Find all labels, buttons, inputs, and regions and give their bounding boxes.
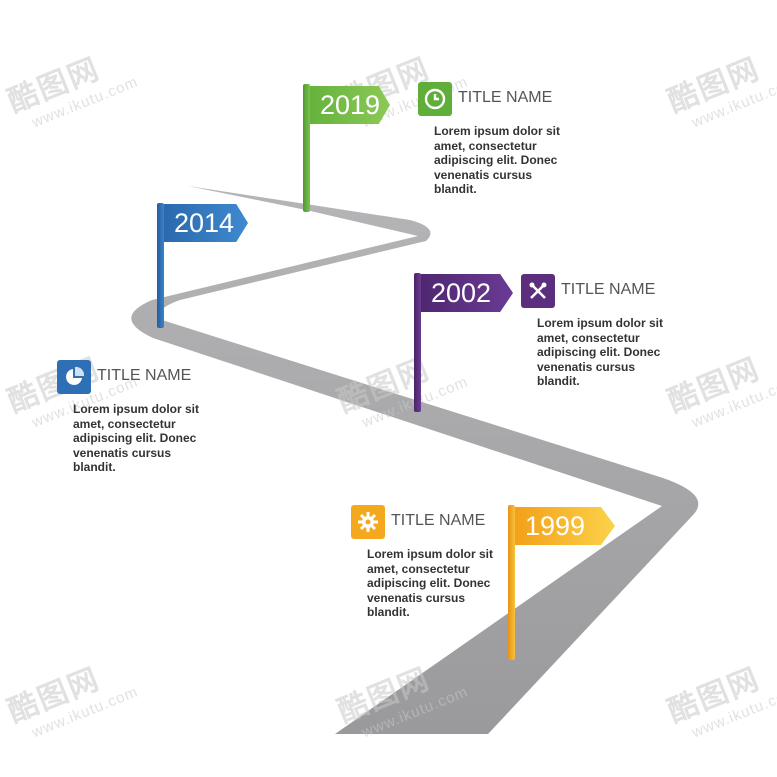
- tools-icon: [521, 274, 555, 308]
- milestone-title: TITLE NAME: [391, 512, 486, 529]
- flag-pole: [508, 505, 515, 660]
- milestone-description: Lorem ipsum dolor sit amet, consectetur …: [73, 402, 200, 474]
- year-banner: 1999: [515, 507, 615, 545]
- milestone-title: TITLE NAME: [561, 281, 656, 298]
- flag-pole: [303, 84, 310, 212]
- year-banner: 2019: [310, 86, 390, 124]
- milestone-title: TITLE NAME: [458, 89, 553, 106]
- road-surface: [131, 186, 699, 734]
- year-banner: 2002: [421, 274, 513, 312]
- clock-icon: [418, 82, 452, 116]
- milestone-description: Lorem ipsum dolor sit amet, consectetur …: [367, 547, 494, 619]
- milestone-title: TITLE NAME: [97, 367, 192, 384]
- milestone-description: Lorem ipsum dolor sit amet, consectetur …: [434, 124, 561, 196]
- pie-chart-icon: [57, 360, 91, 394]
- flag-pole: [414, 273, 421, 412]
- gear-icon: [351, 505, 385, 539]
- year-banner: 2014: [164, 204, 248, 242]
- milestone-description: Lorem ipsum dolor sit amet, consectetur …: [537, 316, 664, 388]
- flag-pole: [157, 203, 164, 328]
